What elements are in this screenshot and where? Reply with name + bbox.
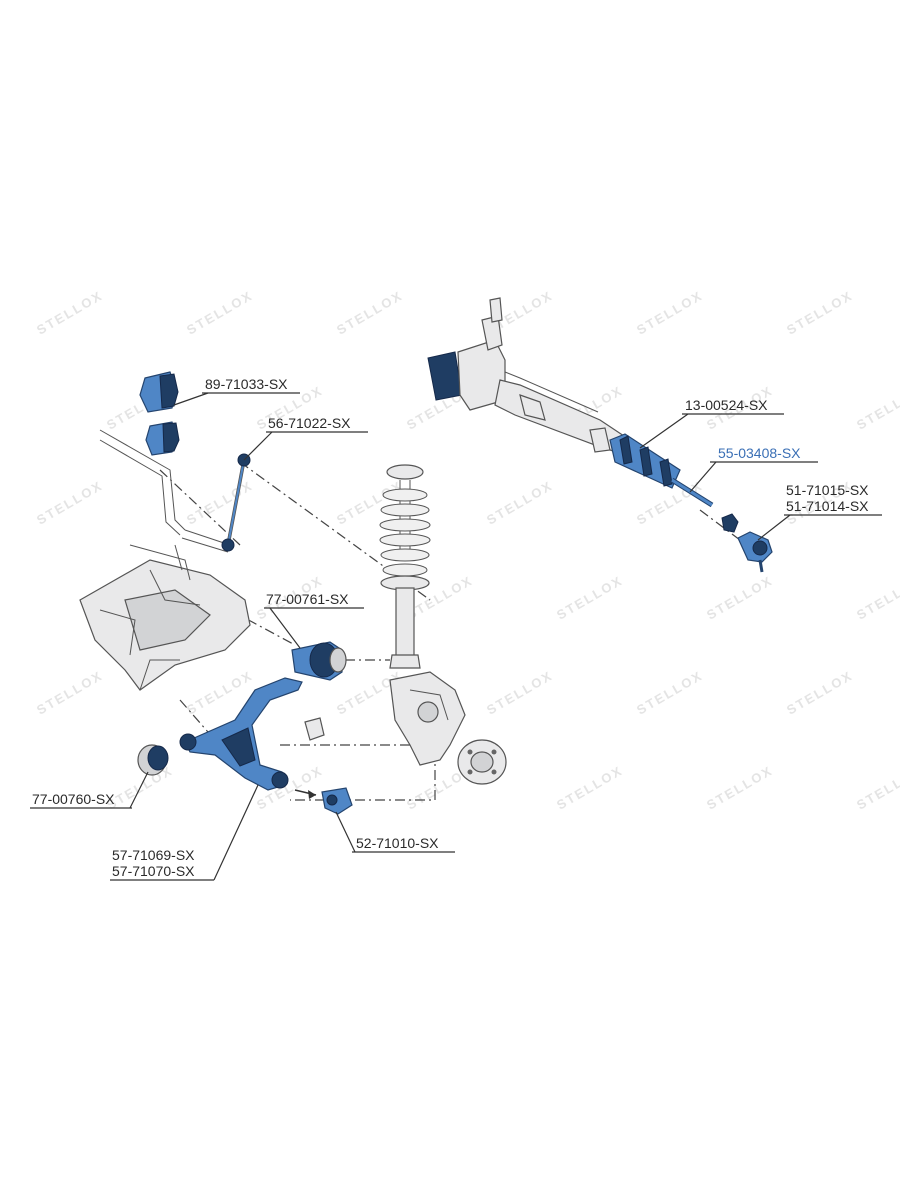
brand-watermark: STELLOX [184,288,256,338]
brand-watermark: STELLOX [554,573,626,623]
lock-nut-part [721,513,739,533]
brand-watermark: STELLOX [34,478,106,528]
arm-front-bushing-part [137,744,169,776]
callout-77-00760-sx: 77-00760-SX [32,791,115,807]
brand-watermark: STELLOX [854,573,900,623]
stabilizer-bushing-part [139,371,180,456]
brand-watermark: STELLOX [634,288,706,338]
brand-watermark: STELLOX [34,668,106,718]
callout-51-71015-sx: 51-71015-SX [786,482,869,498]
control-arm-part [179,677,303,791]
brand-watermark: STELLOX [634,668,706,718]
tie-rod-end-part [737,531,773,573]
callout-labels: 89-71033-SX 56-71022-SX 13-00524-SX 55-0… [32,376,869,879]
callout-57-71070-sx: 57-71070-SX [112,863,195,879]
callout-56-71022-sx: 56-71022-SX [268,415,351,431]
brand-watermark: STELLOX [554,763,626,813]
brand-watermark: STELLOX [854,763,900,813]
callout-57-71069-sx: 57-71069-SX [112,847,195,863]
rack-boot-part [609,433,681,489]
callout-13-00524-sx: 13-00524-SX [685,397,768,413]
knuckle-hub-part [389,671,507,785]
tie-rod-part [670,477,714,508]
brand-watermark: STELLOX [34,288,106,338]
ball-joint-part [294,787,353,815]
brand-watermark: STELLOX [784,668,856,718]
steering-rack-part [427,297,631,456]
brand-watermark: STELLOX [484,668,556,718]
callout-77-00761-sx: 77-00761-SX [266,591,349,607]
strut-spring-part [379,464,431,669]
brand-watermark: STELLOX [334,288,406,338]
callout-52-71010-sx: 52-71010-SX [356,835,439,851]
subframe-part [79,544,251,691]
leader-lines [30,392,882,881]
brand-watermark: STELLOX [484,478,556,528]
callout-89-71033-sx: 89-71033-SX [205,376,288,392]
callout-55-03408-sx: 55-03408-SX [718,445,801,461]
brand-watermark: STELLOX [854,383,900,433]
callout-51-71014-sx: 51-71014-SX [786,498,869,514]
brand-watermark: STELLOX [704,573,776,623]
brand-watermark: STELLOX [704,763,776,813]
brand-watermark: STELLOX [784,288,856,338]
arm-rear-bushing-part [291,641,347,681]
spacer-part [304,717,325,741]
